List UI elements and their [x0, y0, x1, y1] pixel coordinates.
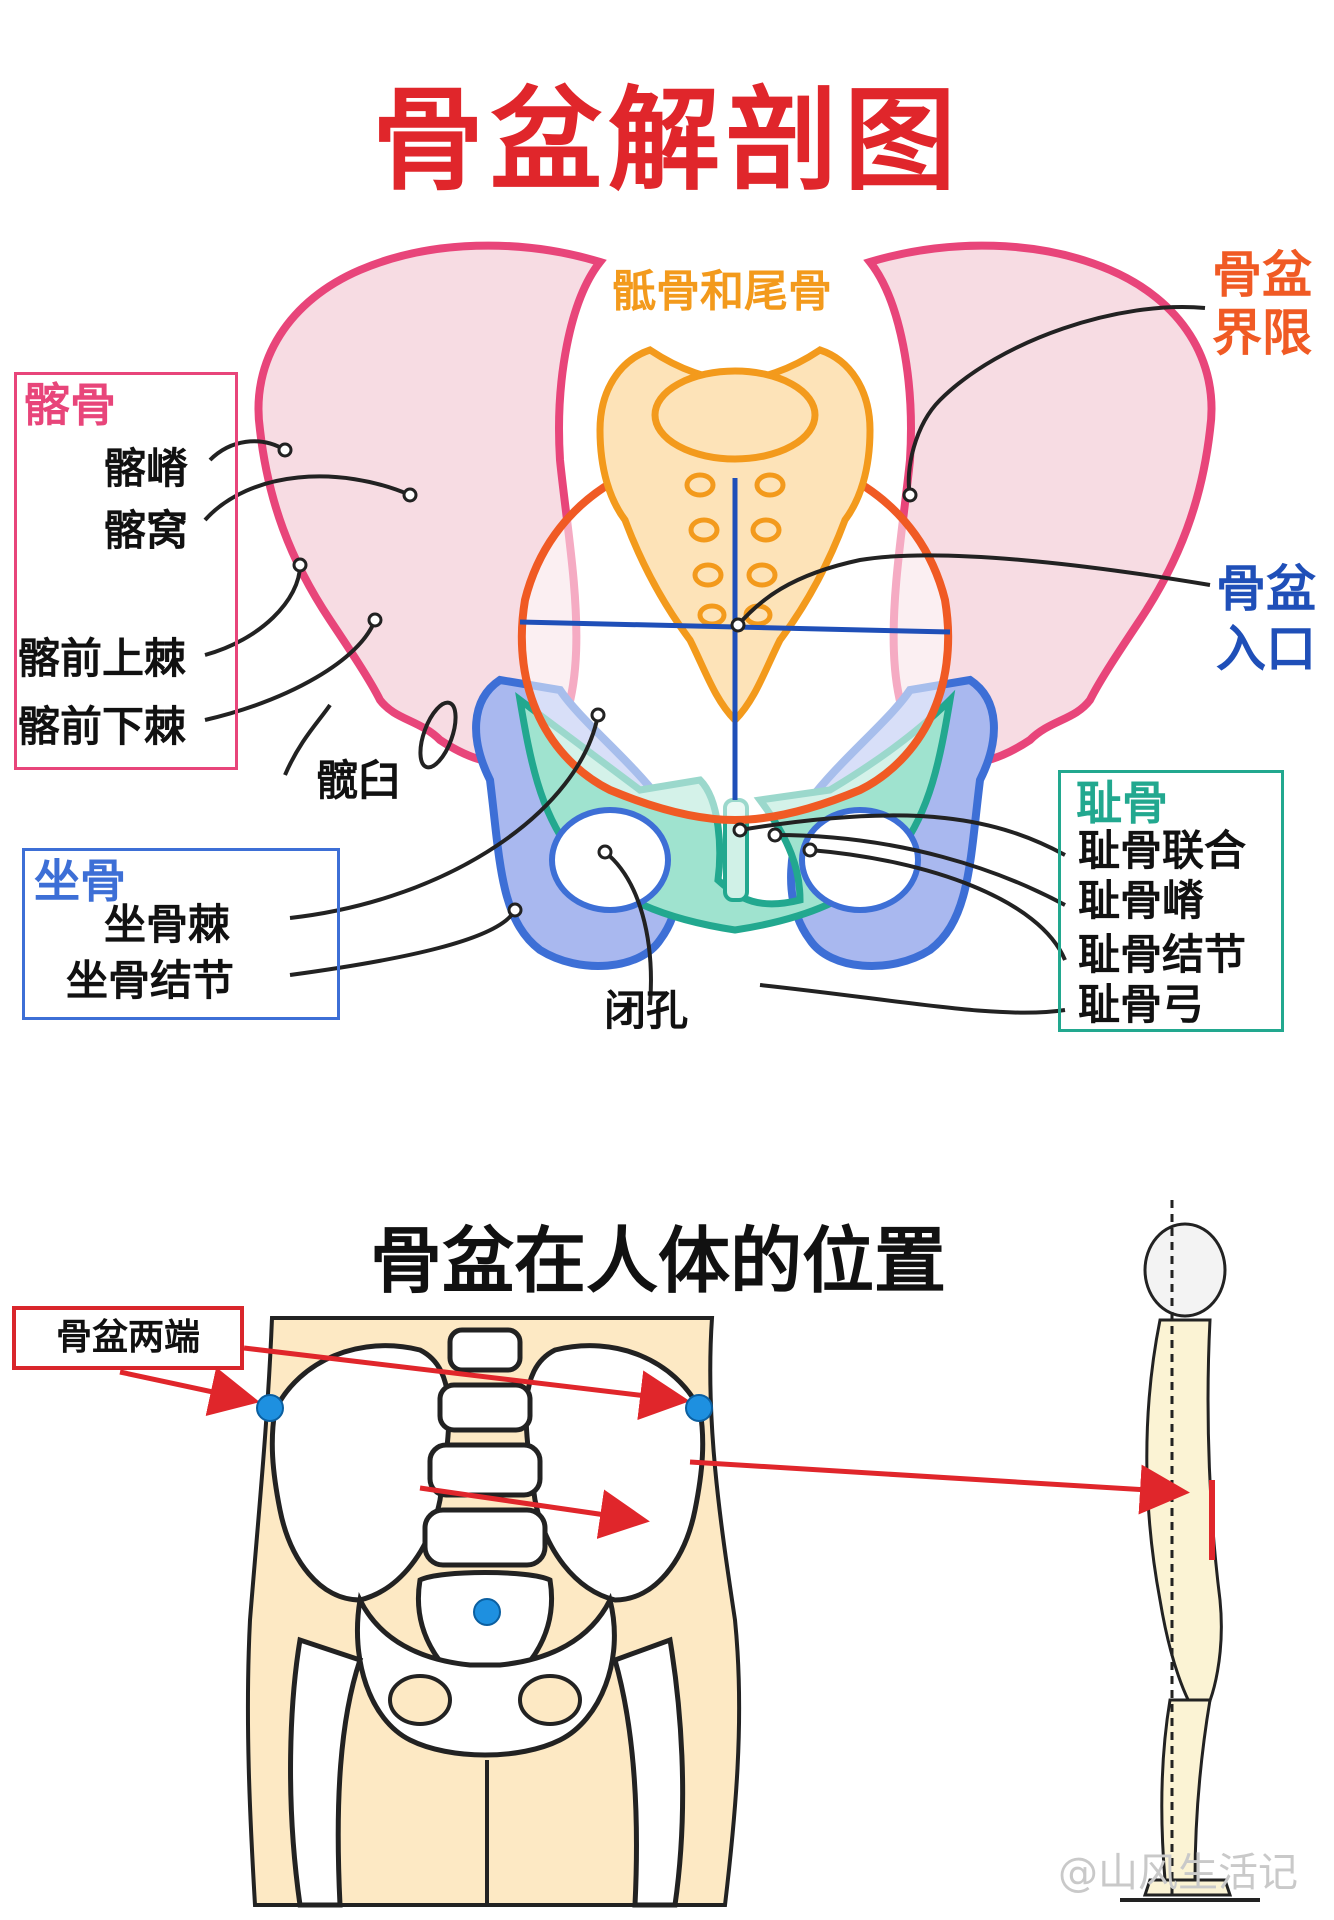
label-pelvic-boundary-1: 骨盆 — [1212, 246, 1312, 304]
label-sacrum-coccyx: 骶骨和尾骨 — [612, 266, 832, 317]
standing-skeleton — [1142, 1222, 1233, 1897]
leader-dots — [277, 442, 918, 918]
ischium-item-tuberosity: 坐骨结节 — [66, 956, 235, 1005]
label-obturator: 闭孔 — [604, 986, 689, 1035]
ischium-box — [22, 848, 340, 1020]
ilium-item-fossa: 髂窝 — [104, 506, 189, 555]
acetabulum-ring — [418, 700, 458, 770]
page-title: 骨盆解剖图 — [372, 76, 962, 206]
ischium-item-spine: 坐骨棘 — [104, 900, 231, 949]
watermark: @山风生活记 — [1058, 1850, 1298, 1896]
ilium-item-asis: 髂前上棘 — [18, 634, 187, 683]
label-pelvic-boundary-2: 界限 — [1212, 304, 1312, 362]
label-pelvic-inlet-2: 入口 — [1216, 620, 1316, 678]
ilium-item-aiis: 髂前下棘 — [18, 702, 187, 751]
right-obturator — [799, 807, 921, 913]
right-ilium-wing — [863, 241, 1216, 768]
pelvis-ends-label: 骨盆两端 — [12, 1306, 244, 1370]
ilium-box — [14, 372, 238, 770]
left-obturator — [549, 807, 671, 913]
lower-right-obturator — [518, 1674, 582, 1726]
ilium-item-crest: 髂嵴 — [104, 444, 189, 493]
blue-markers — [256, 1394, 713, 1626]
left-femur — [288, 1636, 364, 1908]
pubis-item-arch: 耻骨弓 — [1078, 980, 1205, 1029]
pubis-title: 耻骨 — [1076, 776, 1168, 830]
leader-lines — [203, 305, 1211, 1015]
left-ilium-wing — [254, 241, 607, 768]
pubis-item-crest: 耻骨嵴 — [1078, 876, 1205, 925]
pubis-box — [1058, 770, 1284, 1032]
ischium-title: 坐骨 — [34, 854, 126, 908]
sacral-base — [651, 367, 819, 463]
pubis-item-tubercle: 耻骨结节 — [1078, 930, 1247, 979]
section-subtitle: 骨盆在人体的位置 — [370, 1219, 947, 1303]
right-femur — [611, 1636, 686, 1908]
lower-left-obturator — [388, 1674, 452, 1726]
red-arrows — [119, 1345, 1190, 1539]
pubis-item-symphysis: 耻骨联合 — [1078, 826, 1247, 875]
label-acetabulum: 髋臼 — [316, 756, 401, 805]
label-pelvic-inlet-1: 骨盆 — [1216, 560, 1316, 618]
ilium-title: 髂骨 — [24, 378, 116, 432]
